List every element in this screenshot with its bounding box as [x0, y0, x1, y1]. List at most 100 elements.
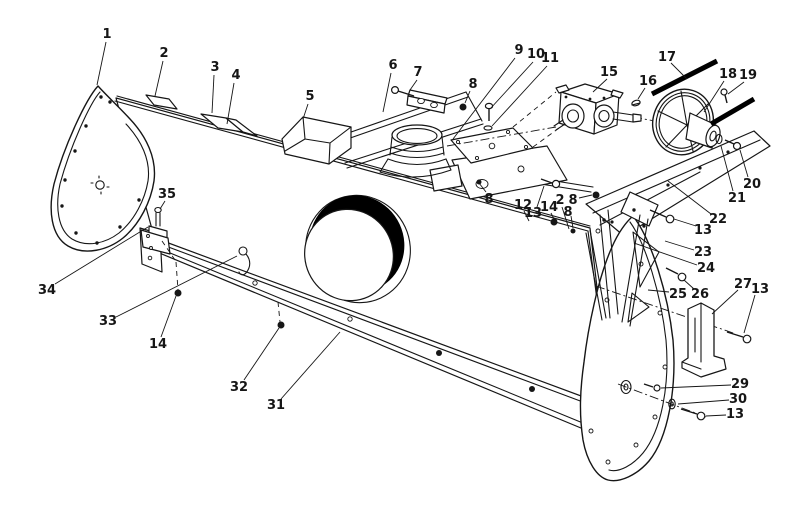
impeller-drum: [379, 124, 452, 178]
carriage-bolts: [174, 261, 285, 329]
callout-label-8: 8: [568, 193, 577, 208]
callout-leader-27: [711, 289, 739, 315]
callout-leader-4: [226, 82, 235, 125]
callout-label-7: 7: [413, 65, 422, 80]
callout-label-8: 8: [468, 77, 477, 92]
callout-leader-3: [211, 74, 215, 114]
callout-leader-13: [743, 294, 756, 334]
callout-label-1: 1: [102, 27, 111, 42]
washer-21: [715, 133, 723, 145]
callout-label-8: 8: [563, 205, 572, 220]
bolt-10: [483, 102, 494, 131]
callout-label-23: 23: [694, 245, 712, 260]
callout-label-20: 20: [743, 177, 761, 192]
callout-leader-5: [302, 103, 309, 120]
washer-30: [668, 398, 676, 410]
opening-hole: [304, 194, 411, 304]
callout-label-5: 5: [305, 89, 314, 104]
callout-leader-11: [491, 65, 548, 127]
callout-label-30: 30: [729, 392, 747, 407]
callout-leader-35: [159, 200, 166, 210]
callout-label-27: 27: [734, 277, 752, 292]
callout-label-13: 13: [726, 407, 744, 422]
callout-leader-23: [664, 240, 695, 251]
center-hole: [90, 175, 110, 195]
callout-label-13: 13: [751, 282, 769, 297]
callout-leader-10: [489, 61, 534, 110]
callout-label-2: 2: [555, 193, 564, 208]
callout-label-14: 14: [540, 200, 558, 215]
nut-14: [174, 289, 182, 297]
callout-label-13: 13: [694, 223, 712, 238]
top-tabs: [145, 94, 258, 137]
callout-leader-8: [578, 194, 593, 199]
bolt-7: [391, 85, 415, 97]
callout-label-34: 34: [38, 283, 56, 298]
callout-label-6: 6: [388, 58, 397, 73]
callout-leader-19: [727, 81, 745, 95]
triangle-cutout-25: [627, 292, 650, 323]
nut-8a: [459, 103, 467, 111]
callout-leader-24: [633, 242, 698, 266]
gearbox: [553, 83, 642, 135]
callout-label-16: 16: [639, 74, 657, 89]
hook: [238, 246, 251, 276]
bolt-20: [724, 139, 742, 151]
callout-leader-34: [54, 226, 149, 285]
callout-label-21: 21: [728, 191, 746, 206]
callout-leader-20: [739, 149, 749, 178]
callout-label-15: 15: [600, 65, 618, 80]
callout-leader-13: [673, 218, 697, 227]
callout-leader-31: [280, 331, 341, 400]
nut-8c: [570, 228, 576, 234]
callout-leader-21: [720, 145, 734, 192]
callout-leader-1: [96, 41, 107, 86]
callout-leader-14: [550, 212, 555, 220]
callout-leader-2: [154, 60, 164, 97]
callout-leader-6: [382, 72, 392, 113]
pulley: [652, 88, 721, 156]
right-fasteners: [617, 331, 752, 421]
callout-leader-18: [703, 80, 725, 113]
bolt-32: [277, 321, 285, 329]
hub-hardware: [715, 88, 742, 151]
callout-label-12: 12: [514, 198, 532, 213]
hitch-pin-latch: [140, 206, 176, 261]
callout-leader-15: [592, 78, 608, 93]
callout-label-14: 14: [149, 337, 167, 352]
skid-bracket: [595, 285, 737, 378]
bracket-5: [281, 116, 352, 165]
bolt-13d: [540, 178, 561, 189]
cover-plate: [450, 127, 534, 164]
nut-14b: [550, 218, 558, 226]
hole-29: [620, 379, 632, 395]
callout-leader-8: [570, 215, 574, 229]
callout-label-33: 33: [99, 314, 117, 329]
bolt-13c: [680, 408, 706, 421]
right-side-plate: [579, 215, 675, 482]
drive-belt-lower: [709, 96, 756, 127]
bolt-19: [720, 88, 728, 104]
mount-bar: [406, 89, 448, 114]
callout-label-17: 17: [658, 50, 676, 65]
nut-8d: [476, 179, 482, 185]
callout-label-2: 2: [159, 46, 168, 61]
callout-label-25: 25: [669, 287, 687, 302]
left-side-plate: [50, 85, 156, 252]
callout-label-3: 3: [210, 60, 219, 75]
callout-leader-13: [536, 185, 545, 208]
bolt-26: [665, 267, 687, 282]
callout-leader-17: [670, 62, 688, 80]
right-bracket-assembly: [476, 178, 687, 327]
drive-belt-upper: [650, 58, 719, 97]
callout-leader-16: [637, 87, 646, 100]
callout-leader-14: [160, 295, 177, 338]
callout-leader-25: [647, 289, 670, 293]
callout-leader-30: [677, 399, 730, 405]
callout-label-22: 22: [709, 212, 727, 227]
callout-label-8: 8: [484, 192, 493, 207]
callout-leader-32: [243, 327, 280, 381]
callout-leader-13: [705, 414, 727, 417]
